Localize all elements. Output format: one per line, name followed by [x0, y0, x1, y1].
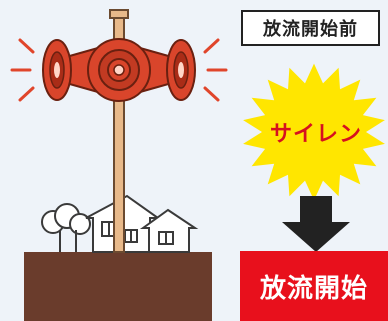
- down-arrow-icon: [282, 196, 350, 252]
- sound-wave-icon: [10, 38, 35, 102]
- release-start-label: 放流開始: [240, 251, 388, 321]
- siren-label: サイレン: [269, 122, 362, 147]
- burst-icon: [243, 63, 385, 201]
- house-icon: [139, 208, 199, 253]
- siren-speaker-icon: [87, 38, 151, 102]
- pole-cap: [109, 9, 129, 19]
- sound-wave-icon: [203, 38, 228, 102]
- before-release-label: 放流開始前: [241, 10, 380, 46]
- tree-icon: [41, 203, 91, 252]
- ground: [24, 252, 212, 321]
